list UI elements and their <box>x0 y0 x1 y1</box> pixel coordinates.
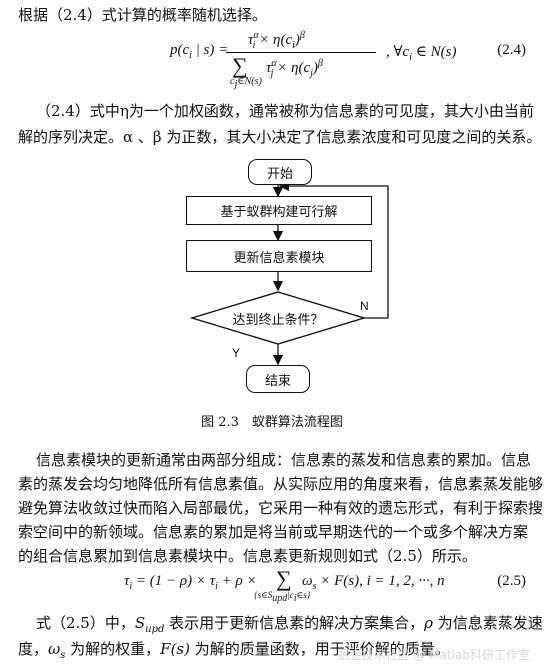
equation-number: (2.5) <box>497 573 526 589</box>
paragraph-text: 解的序列决定。α 、β 为正数，其大小决定了信息素浓度和可见度之间的关系。 <box>18 128 542 146</box>
step-build-solution: 基于蚁群构建可行解 <box>186 196 372 225</box>
start-node: 开始 <box>248 159 312 185</box>
eq-lhs: p(ci | s) = <box>170 42 229 61</box>
flowchart-connectors <box>189 180 389 366</box>
watermark: 掘金技术社区 @ Matlab科研工作室 <box>337 648 530 662</box>
paragraph-text: 避免算法收敛过快而陷入局部最优，它采用一种有效的遗忘形式，有利于探索搜 <box>18 499 544 517</box>
sum-index: {s∈Supd|ci∈s} <box>254 590 311 604</box>
equation-number: (2.4) <box>497 42 526 58</box>
paragraph-text: 的组合信息累加到信息素模块中。信息素更新规则如式（2.5）所示。 <box>18 547 477 565</box>
paragraph-text: 素的蒸发会均匀地降低所有信息素值。从实际应用的角度来看，信息素蒸发能够 <box>18 475 544 493</box>
eq25-lhs: τi = (1 − ρ) × τi + ρ × <box>124 573 257 592</box>
sum-sign: ∑ <box>232 53 248 78</box>
no-label: N <box>360 299 369 313</box>
figure-caption: 图 2.3 蚁群算法流程图 <box>201 415 343 430</box>
eq-condition: , ∀ci ∈ N(s) <box>386 44 457 63</box>
end-node: 结束 <box>246 365 310 393</box>
yes-label: Y <box>232 346 241 360</box>
fraction-bar <box>226 52 376 53</box>
paragraph-text: 根据（2.4）式计算的概率随机选择。 <box>18 6 267 24</box>
decision-node: 达到终止条件？ <box>232 312 324 328</box>
paragraph-text: （2.4）式中η为一个加权函数，通常被称为信息素的可见度，其大小由当前 <box>36 102 534 120</box>
paragraph-text: 度，ωs 为解的权重，F(s) 为解的质量函数，用于评价解的质量。 <box>18 640 450 661</box>
paragraph-text: 式（2.5）中，Supd 表示用于更新信息素的解决方案集合，ρ 为信息素蒸发速 <box>36 614 543 635</box>
eq-denominator: ταj × η(cj)β <box>266 58 323 79</box>
eq25-rhs: ωs × F(s), i = 1, 2, ···, n <box>302 573 445 592</box>
sum-sign: ∑ <box>276 566 292 591</box>
eq-numerator: ταi × η(ci)β <box>248 30 305 51</box>
step-update-pheromone: 更新信息素模块 <box>186 240 372 272</box>
sum-index: cj∈N(s) <box>230 76 262 90</box>
paragraph-text: 信息素模块的更新通常由两部分组成：信息素的蒸发和信息素的累加。信息 <box>36 451 532 469</box>
paragraph-text: 索空间中的新领域。信息素的累加是将当前或早期迭代的一个或多个解决方案 <box>18 523 529 541</box>
